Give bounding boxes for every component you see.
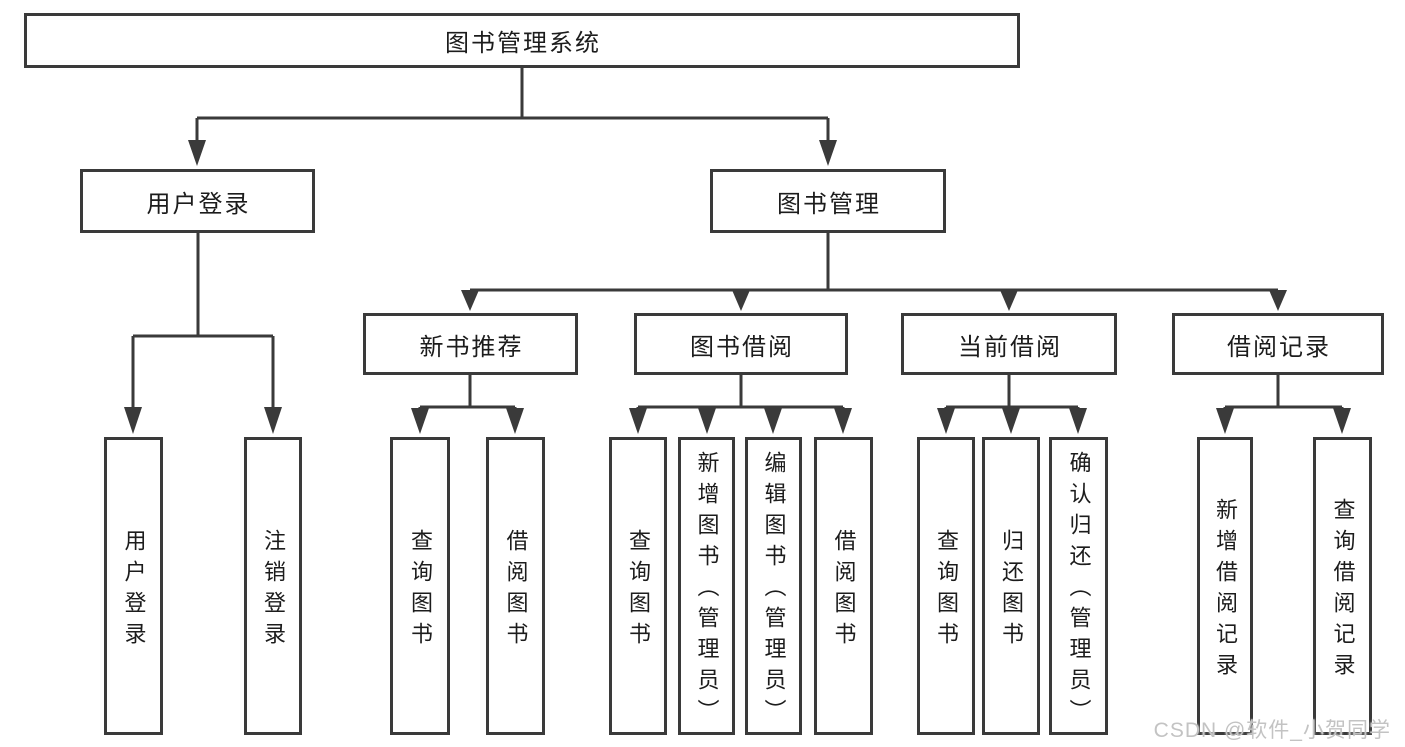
node-leaf-add-books-admin: 新增图书（管理员） [678, 437, 735, 735]
node-label: 当前借阅 [958, 333, 1062, 361]
node-leaf-add-borrow-record: 新增借阅记录 [1197, 437, 1253, 735]
node-leaf-user-login: 用户登录 [104, 437, 163, 735]
node-label: 查询图书 [934, 528, 959, 653]
node-user-login: 用户登录 [80, 169, 315, 233]
node-book-management: 图书管理 [710, 169, 946, 233]
node-label: 图书管理系统 [445, 30, 601, 57]
node-leaf-query-books-recommend: 查询图书 [390, 437, 450, 735]
node-new-book-recommendation: 新书推荐 [363, 313, 578, 375]
node-label: 用户登录 [121, 528, 147, 653]
node-borrowing-records: 借阅记录 [1172, 313, 1384, 375]
node-leaf-return-books: 归还图书 [982, 437, 1040, 735]
node-leaf-edit-books-admin: 编辑图书（管理员） [745, 437, 802, 735]
node-label: 查询图书 [626, 528, 651, 653]
node-label: 归还图书 [999, 528, 1024, 653]
node-leaf-logout: 注销登录 [244, 437, 302, 735]
node-label: 确认归还（管理员） [1066, 451, 1092, 730]
csdn-watermark: CSDN @软件_小贺同学 [1153, 719, 1391, 742]
node-current-borrowing: 当前借阅 [901, 313, 1117, 375]
node-book-borrowing: 图书借阅 [634, 313, 848, 375]
node-label: 借阅记录 [1227, 333, 1331, 361]
node-label: 图书借阅 [690, 333, 794, 361]
node-label: 新书推荐 [419, 333, 524, 361]
node-label: 图书管理 [777, 190, 881, 218]
node-label: 新增图书（管理员） [694, 451, 720, 730]
node-label: 查询图书 [408, 528, 433, 653]
node-label: 借阅图书 [503, 528, 529, 653]
node-library-management-system: 图书管理系统 [24, 13, 1020, 68]
node-label: 查询借阅记录 [1330, 497, 1356, 684]
node-leaf-borrow-books-recommend: 借阅图书 [486, 437, 545, 735]
node-leaf-confirm-return-admin: 确认归还（管理员） [1049, 437, 1108, 735]
node-label: 借阅图书 [831, 528, 857, 653]
node-label: 编辑图书（管理员） [761, 451, 787, 730]
node-leaf-query-books-borrowing: 查询图书 [609, 437, 667, 735]
node-leaf-borrow-books-borrowing: 借阅图书 [814, 437, 873, 735]
node-label: 新增借阅记录 [1213, 497, 1238, 684]
node-label: 注销登录 [261, 528, 286, 653]
node-leaf-query-borrow-record: 查询借阅记录 [1313, 437, 1372, 735]
node-label: 用户登录 [146, 190, 251, 218]
node-leaf-query-books-current: 查询图书 [917, 437, 975, 735]
